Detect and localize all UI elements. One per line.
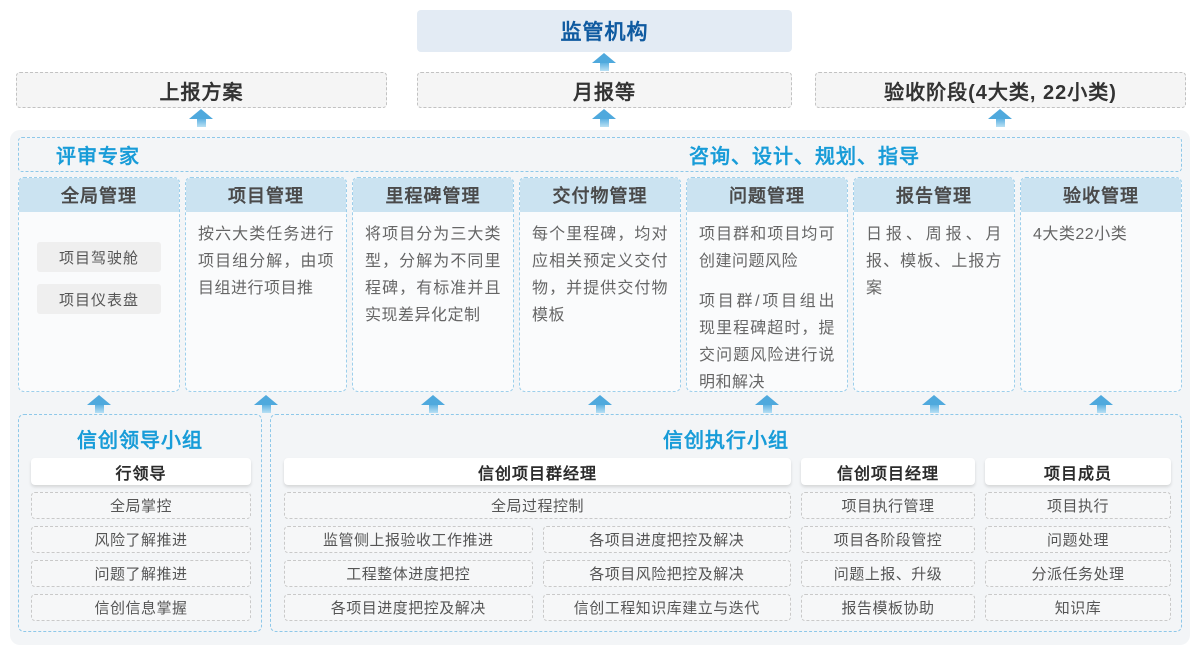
- execution-group-title: 信创执行小组: [663, 430, 789, 452]
- column-body: 4大类22小类: [1021, 212, 1181, 254]
- channel-acceptance-stage: 验收阶段(4大类, 22小类): [815, 72, 1186, 108]
- column-body: 将项目分为三大类型，分解为不同里程碑，有标准并且实现差异化定制: [353, 212, 513, 335]
- column-acceptance-management: 验收管理 4大类22小类: [1020, 177, 1182, 392]
- column-description: 日报、周报、月报、模板、上报方案: [866, 226, 1002, 297]
- task-item: 各项目进度把控及解决: [284, 594, 533, 621]
- pill-project-cockpit: 项目驾驶舱: [37, 242, 161, 272]
- task-item: 监管侧上报验收工作推进: [284, 526, 533, 553]
- arrow-up-icon: [988, 109, 1012, 127]
- column-title: 交付物管理: [520, 178, 680, 212]
- task-item: 各项目进度把控及解决: [542, 526, 791, 553]
- arrow-up-icon: [588, 395, 612, 413]
- task-item: 问题上报、升级: [801, 560, 975, 587]
- column-description: 将项目分为三大类型，分解为不同里程碑，有标准并且实现差异化定制: [365, 226, 501, 324]
- leadership-group-body: 行领导 全局掌控 风险了解推进 问题了解推进 信创信息掌握: [31, 458, 251, 621]
- platform-container: 评审专家 咨询、设计、规划、指导 全局管理 项目驾驶舱 项目仪表盘 项目管理 按…: [10, 130, 1190, 645]
- task-item: 知识库: [985, 594, 1171, 621]
- task-item: 问题处理: [985, 526, 1171, 553]
- project-manager-section: 信创项目经理 项目执行管理 项目各阶段管控 问题上报、升级 报告模板协助: [801, 458, 975, 621]
- column-milestone-management: 里程碑管理 将项目分为三大类型，分解为不同里程碑，有标准并且实现差异化定制: [352, 177, 514, 392]
- arrow-up-icon: [592, 109, 616, 127]
- column-body: 每个里程碑，均对应相关预定义交付物，并提供交付物模板: [520, 212, 680, 335]
- column-deliverable-management: 交付物管理 每个里程碑，均对应相关预定义交付物，并提供交付物模板: [519, 177, 681, 392]
- channel-report-plan: 上报方案: [16, 72, 387, 108]
- role-bank-leader: 行领导: [31, 458, 251, 485]
- arrow-up-icon: [189, 109, 213, 127]
- column-global-management: 全局管理 项目驾驶舱 项目仪表盘: [18, 177, 180, 392]
- task-item: 全局过程控制: [284, 492, 791, 519]
- task-item: 各项目风险把控及解决: [542, 560, 791, 587]
- arrow-up-icon: [592, 53, 616, 71]
- task-item: 项目执行: [985, 492, 1171, 519]
- task-item: 项目各阶段管控: [801, 526, 975, 553]
- column-body: 日报、周报、月报、模板、上报方案: [854, 212, 1014, 308]
- column-title: 项目管理: [186, 178, 346, 212]
- column-title: 全局管理: [19, 178, 179, 212]
- column-description: 4大类22小类: [1033, 226, 1128, 243]
- arrow-up-icon: [87, 395, 111, 413]
- task-item: 信创工程知识库建立与迭代: [542, 594, 791, 621]
- column-description: 按六大类任务进行项目组分解，由项目组进行项目推: [198, 226, 334, 297]
- program-manager-section: 信创项目群经理 全局过程控制 监管侧上报验收工作推进 各项目进度把控及解决 工程…: [284, 458, 791, 621]
- task-item: 分派任务处理: [985, 560, 1171, 587]
- column-project-management: 项目管理 按六大类任务进行项目组分解，由项目组进行项目推: [185, 177, 347, 392]
- role-project-manager: 信创项目经理: [801, 458, 975, 485]
- column-body: 按六大类任务进行项目组分解，由项目组进行项目推: [186, 212, 346, 308]
- task-item: 项目执行管理: [801, 492, 975, 519]
- column-body: 项目驾驶舱 项目仪表盘: [19, 212, 179, 320]
- channel-monthly-report: 月报等: [417, 72, 792, 108]
- task-item: 工程整体进度把控: [284, 560, 533, 587]
- role-consulting: 咨询、设计、规划、指导: [689, 146, 920, 168]
- column-report-management: 报告管理 日报、周报、月报、模板、上报方案: [853, 177, 1015, 392]
- arrow-up-icon: [755, 395, 779, 413]
- arrow-up-icon: [421, 395, 445, 413]
- regulator-box: 监管机构: [417, 10, 792, 52]
- column-description: 项目群/项目组出现里程碑超时，提交问题风险进行说明和解决: [699, 293, 835, 391]
- arrow-up-icon: [1089, 395, 1113, 413]
- task-item: 全局掌控: [31, 492, 251, 519]
- leadership-group-title: 信创领导小组: [77, 430, 203, 452]
- column-issue-management: 问题管理 项目群和项目均可创建问题风险 项目群/项目组出现里程碑超时，提交问题风…: [686, 177, 848, 392]
- column-title: 问题管理: [687, 178, 847, 212]
- arrow-up-icon: [922, 395, 946, 413]
- project-member-section: 项目成员 项目执行 问题处理 分派任务处理 知识库: [985, 458, 1171, 621]
- task-item: 信创信息掌握: [31, 594, 251, 621]
- column-title: 里程碑管理: [353, 178, 513, 212]
- role-program-manager: 信创项目群经理: [284, 458, 791, 485]
- column-title: 验收管理: [1021, 178, 1181, 212]
- column-body: 项目群和项目均可创建问题风险 项目群/项目组出现里程碑超时，提交问题风险进行说明…: [687, 212, 847, 391]
- execution-group: 信创执行小组 信创项目群经理 全局过程控制 监管侧上报验收工作推进 各项目进度把…: [270, 414, 1182, 632]
- leadership-group: 信创领导小组 行领导 全局掌控 风险了解推进 问题了解推进 信创信息掌握: [18, 414, 262, 632]
- task-item: 问题了解推进: [31, 560, 251, 587]
- column-description: 每个里程碑，均对应相关预定义交付物，并提供交付物模板: [532, 226, 668, 324]
- pill-project-dashboard: 项目仪表盘: [37, 284, 161, 314]
- column-title: 报告管理: [854, 178, 1014, 212]
- program-manager-task-grid: 监管侧上报验收工作推进 各项目进度把控及解决 工程整体进度把控 各项目风险把控及…: [284, 519, 791, 621]
- task-item: 风险了解推进: [31, 526, 251, 553]
- column-description: 项目群和项目均可创建问题风险: [699, 226, 835, 270]
- arrow-up-icon: [254, 395, 278, 413]
- role-review-experts: 评审专家: [56, 146, 140, 168]
- roles-strip: 评审专家 咨询、设计、规划、指导: [18, 137, 1182, 172]
- task-item: 报告模板协助: [801, 594, 975, 621]
- role-project-member: 项目成员: [985, 458, 1171, 485]
